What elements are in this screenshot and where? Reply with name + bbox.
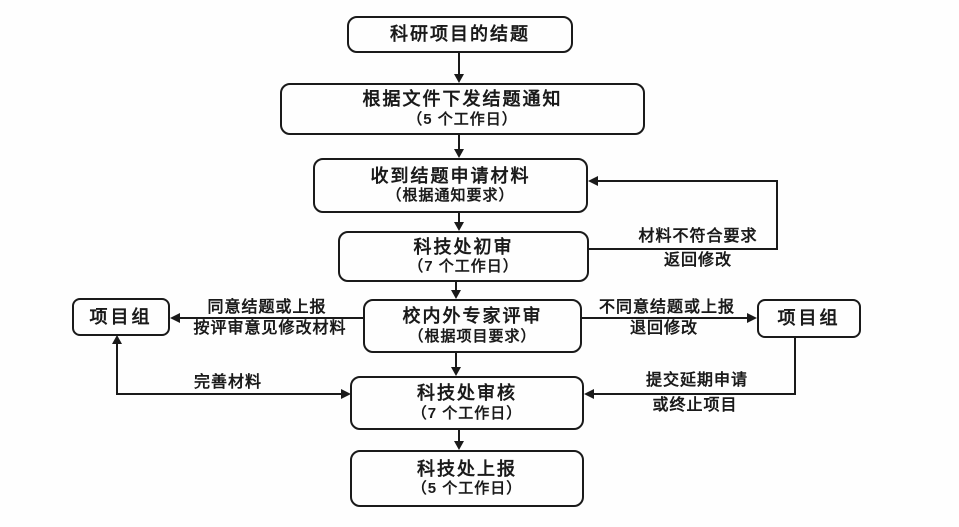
- node-office-report-sublabel: （5 个工作日）: [411, 480, 523, 498]
- node-project-team-left-label: 项目组: [89, 306, 153, 327]
- arrowhead-down-icon: [451, 367, 461, 376]
- node-receive-label: 收到结题申请材料: [370, 165, 531, 186]
- node-office-report: 科技处上报 （5 个工作日）: [350, 450, 584, 507]
- node-project-team-right: 项目组: [757, 299, 861, 338]
- edge-label-delay-1: 提交延期申请: [645, 372, 748, 389]
- arrowhead-down-icon: [454, 222, 464, 231]
- edge-notice-to-receive: [458, 135, 460, 151]
- edge-label-disagree-2: 退回修改: [629, 320, 698, 337]
- arrowhead-left-icon: [588, 176, 598, 186]
- edge-expert-to-office-review: [455, 353, 457, 368]
- node-initial-review-sublabel: （7 个工作日）: [408, 258, 519, 276]
- edge-label-delay-2: 或终止项目: [652, 397, 738, 414]
- edge-improve-horizontal: [116, 393, 341, 395]
- edge-office-review-to-report: [458, 430, 460, 442]
- edge-reject-loop-bottom: [589, 248, 778, 250]
- edge-delay-vertical: [794, 338, 796, 395]
- edge-label-disagree-1: 不同意结题或上报: [598, 299, 735, 316]
- node-notice: 根据文件下发结题通知 （5 个工作日）: [280, 83, 645, 135]
- arrowhead-down-icon: [454, 441, 464, 450]
- edge-label-agree-2: 按评审意见修改材料: [193, 320, 347, 337]
- arrowhead-up-icon: [112, 335, 122, 344]
- node-notice-label: 根据文件下发结题通知: [362, 89, 563, 110]
- node-start: 科研项目的结题: [347, 16, 573, 53]
- arrowhead-left-icon: [584, 389, 594, 399]
- node-initial-review: 科技处初审 （7 个工作日）: [338, 231, 589, 282]
- node-project-team-left: 项目组: [72, 298, 170, 336]
- node-expert-review-sublabel: （根据项目要求）: [408, 327, 537, 345]
- node-receive-sublabel: （根据通知要求）: [386, 187, 515, 205]
- node-office-report-label: 科技处上报: [417, 458, 517, 479]
- arrowhead-right-icon: [747, 313, 757, 323]
- node-office-review-sublabel: （7 个工作日）: [411, 404, 523, 422]
- node-office-review-label: 科技处审核: [417, 383, 517, 404]
- edge-expert-to-team-right: [582, 317, 747, 319]
- edge-initial-to-expert: [455, 282, 457, 291]
- edge-label-material-reject-2: 返回修改: [663, 252, 732, 269]
- edge-start-to-notice: [458, 53, 460, 75]
- arrowhead-down-icon: [454, 149, 464, 158]
- edge-reject-loop-top: [598, 180, 778, 182]
- edge-label-material-reject-1: 材料不符合要求: [638, 228, 758, 245]
- node-notice-sublabel: （5 个工作日）: [407, 110, 518, 128]
- node-initial-review-label: 科技处初审: [413, 236, 514, 257]
- arrowhead-down-icon: [451, 290, 461, 299]
- edge-label-improve: 完善材料: [193, 374, 262, 391]
- node-start-label: 科研项目的结题: [390, 24, 530, 45]
- node-expert-review-label: 校内外专家评审: [402, 306, 543, 327]
- node-project-team-right-label: 项目组: [777, 308, 841, 329]
- edge-delay-horizontal: [593, 393, 796, 395]
- node-receive: 收到结题申请材料 （根据通知要求）: [313, 158, 588, 213]
- edge-reject-loop-right: [776, 180, 778, 250]
- edge-expert-to-team-left: [180, 317, 363, 319]
- node-office-review: 科技处审核 （7 个工作日）: [350, 376, 584, 430]
- edge-label-agree-1: 同意结题或上报: [207, 299, 327, 316]
- arrowhead-left-icon: [170, 313, 180, 323]
- edge-receive-to-initial: [458, 213, 460, 223]
- arrowhead-right-icon: [341, 389, 351, 399]
- arrowhead-down-icon: [454, 74, 464, 83]
- edge-improve-vertical: [116, 344, 118, 395]
- node-expert-review: 校内外专家评审 （根据项目要求）: [363, 299, 582, 353]
